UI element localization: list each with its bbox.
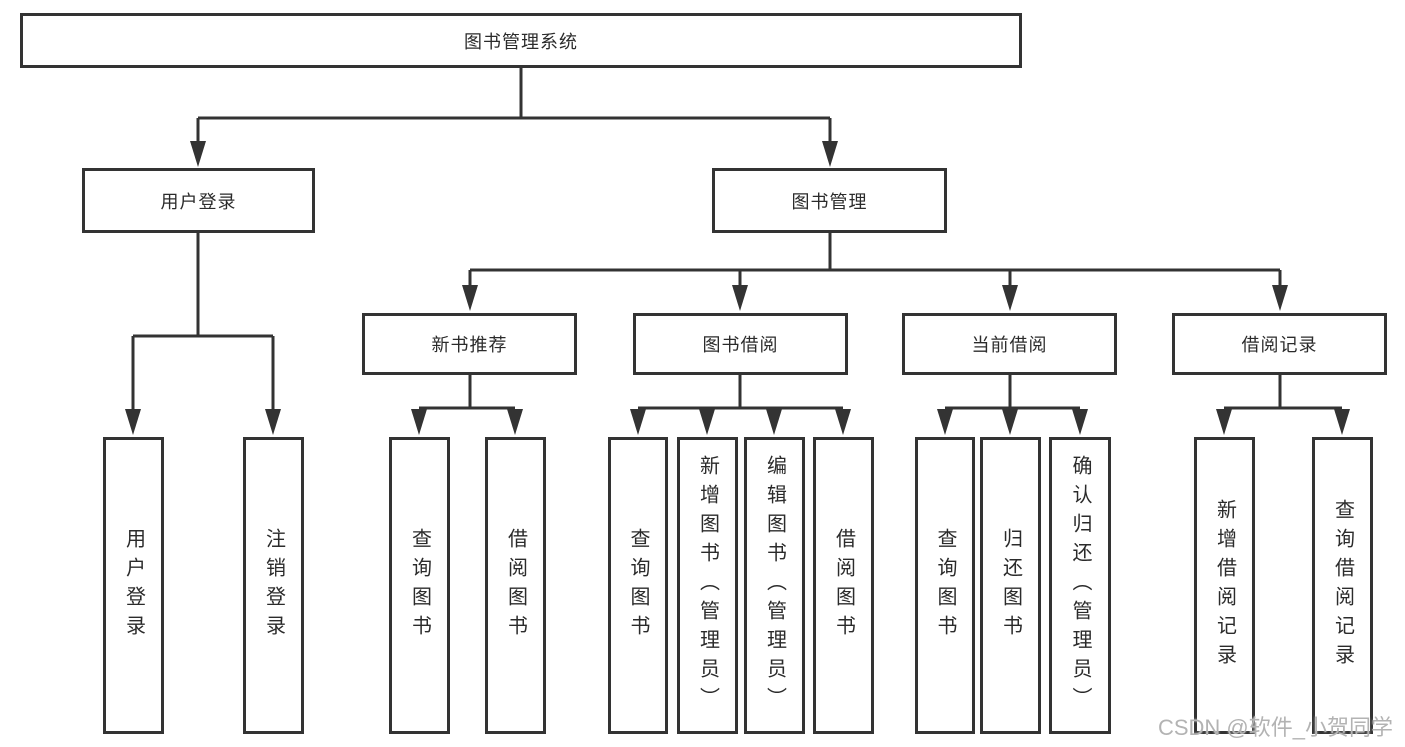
node-current-borrowing: 当前借阅 — [902, 313, 1117, 375]
node-label: 确认归还（管理员） — [1069, 455, 1091, 716]
node-label: 图书借阅 — [702, 335, 779, 355]
node-label: 图书管理系统 — [464, 31, 578, 52]
node-recommend-query-books: 查询图书 — [389, 437, 450, 734]
node-label: 借阅图书 — [832, 527, 855, 644]
node-label: 用户登录 — [160, 191, 237, 212]
node-user-login-action: 用户登录 — [103, 437, 164, 734]
node-borrowing-query-books: 查询图书 — [608, 437, 668, 734]
node-borrowing-edit-books-admin: 编辑图书（管理员） — [744, 437, 805, 734]
watermark-text: CSDN @软件_小贺同学 — [1157, 715, 1393, 740]
node-label: 借阅记录 — [1241, 335, 1318, 355]
node-records-add-borrow-record: 新增借阅记录 — [1194, 437, 1255, 734]
node-label: 图书管理 — [791, 191, 868, 212]
node-label: 查询借阅记录 — [1331, 498, 1354, 673]
node-borrowing-borrow-books: 借阅图书 — [813, 437, 874, 734]
node-current-confirm-return-admin: 确认归还（管理员） — [1049, 437, 1111, 734]
node-label: 查询图书 — [934, 527, 956, 644]
node-recommend-borrow-books: 借阅图书 — [485, 437, 546, 734]
node-book-borrowing: 图书借阅 — [633, 313, 848, 375]
node-label: 新书推荐 — [431, 335, 508, 355]
node-label: 归还图书 — [999, 527, 1022, 644]
node-user-login: 用户登录 — [82, 168, 315, 233]
node-records-query-borrow-record: 查询借阅记录 — [1312, 437, 1373, 734]
node-label: 注销登录 — [262, 527, 285, 644]
node-logout: 注销登录 — [243, 437, 304, 734]
node-label: 新增图书（管理员） — [696, 455, 719, 716]
node-label: 用户登录 — [122, 527, 145, 644]
node-label: 编辑图书（管理员） — [763, 455, 786, 716]
node-label: 查询图书 — [408, 527, 431, 644]
node-label: 当前借阅 — [971, 335, 1048, 355]
node-library-management-system: 图书管理系统 — [20, 13, 1022, 68]
node-label: 新增借阅记录 — [1213, 498, 1236, 673]
node-label: 查询图书 — [627, 527, 649, 644]
node-borrowing-records: 借阅记录 — [1172, 313, 1387, 375]
node-book-management: 图书管理 — [712, 168, 947, 233]
node-current-return-books: 归还图书 — [980, 437, 1041, 734]
node-new-book-recommendation: 新书推荐 — [362, 313, 577, 375]
node-borrowing-add-books-admin: 新增图书（管理员） — [677, 437, 738, 734]
node-label: 借阅图书 — [504, 527, 527, 644]
node-current-query-books: 查询图书 — [915, 437, 975, 734]
